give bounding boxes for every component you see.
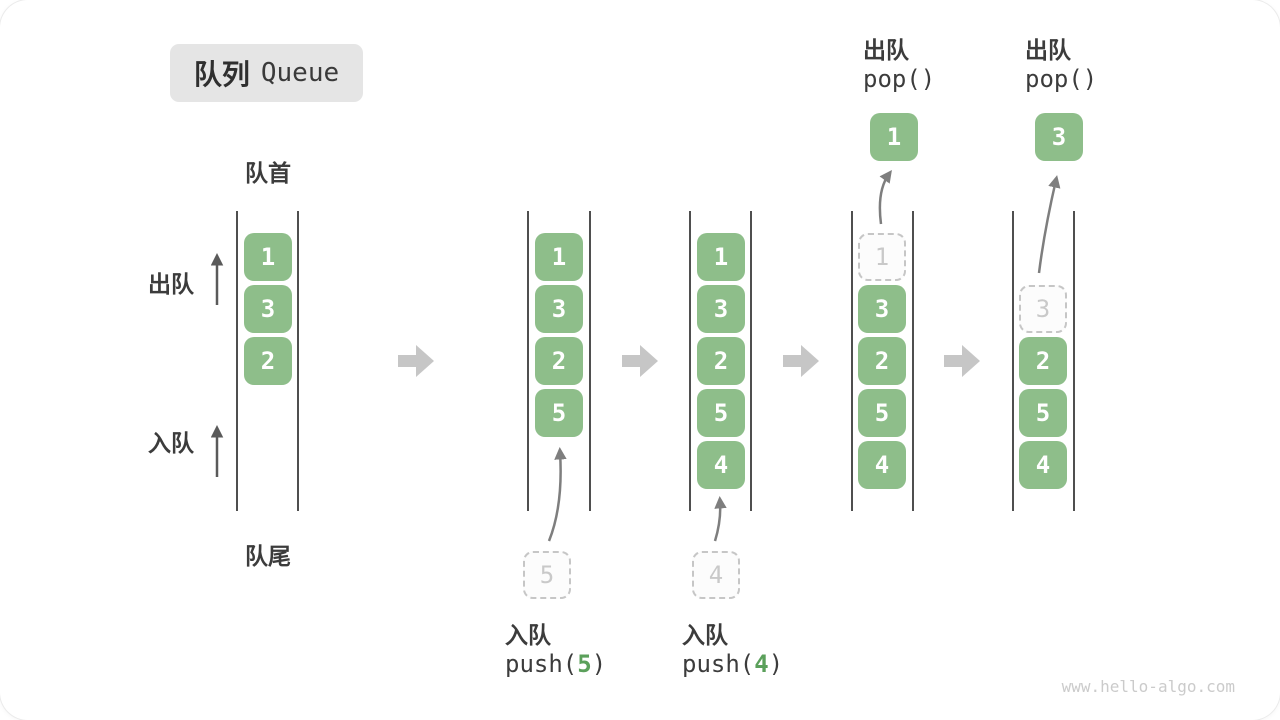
queue-rail [589,211,591,511]
queue-item: 5 [697,389,745,437]
enqueue-op-label: 入队 [505,623,551,649]
code-text: push( [505,650,578,678]
queue-item: 5 [535,389,583,437]
queue-item: 3 [244,285,292,333]
pop-code: pop() [863,65,936,93]
title-badge: 队列 Queue [170,44,363,102]
queue-rail [1073,211,1075,511]
queue-item: 2 [1019,337,1067,385]
title-chinese: 队列 [193,58,250,91]
queue-item: 5 [1019,389,1067,437]
push-5-code: push(5) [505,650,606,678]
dequeue-op-label: 出队 [863,38,909,64]
queue-item: 4 [697,441,745,489]
queue-rail [1012,211,1014,511]
code-arg: 4 [754,650,769,678]
enqueue-5-arrow-icon [547,447,567,542]
popped-item: 1 [870,113,918,161]
transition-arrow-icon-2 [622,345,658,377]
queue-rail [912,211,914,511]
queue-rail [527,211,529,511]
push-4-code: push(4) [682,650,783,678]
dequeue-op-label: 出队 [1025,38,1071,64]
pending-item: 5 [523,551,571,599]
queue-item: 2 [858,337,906,385]
queue-item: 2 [535,337,583,385]
queue-item: 3 [535,285,583,333]
transition-arrow-icon-3 [783,345,819,377]
enqueue-op-label: 入队 [682,623,728,649]
queue-item: 1 [244,233,292,281]
queue-item: 3 [697,285,745,333]
queue-rail [236,211,238,511]
queue-item: 1 [535,233,583,281]
enqueue-side-label: 入队 [148,431,194,457]
code-text: ) [768,650,784,678]
watermark: www.hello-algo.com [1061,677,1235,696]
code-text: ) [591,650,607,678]
title-english: Queue [260,58,340,88]
queue-item: 2 [697,337,745,385]
dequeue-side-label: 出队 [148,272,194,298]
pending-item: 4 [692,551,740,599]
queue-item: 5 [858,389,906,437]
queue-item: 3 [858,285,906,333]
queue-item: 2 [244,337,292,385]
popped-item: 3 [1035,113,1083,161]
enqueue-4-arrow-icon [713,496,727,542]
queue-rail [851,211,853,511]
queue-item: 4 [858,441,906,489]
transition-arrow-icon-4 [944,345,980,377]
pop-code: pop() [1025,65,1098,93]
queue-item-ghost: 1 [858,233,906,281]
queue-rail [750,211,752,511]
queue-item: 4 [1019,441,1067,489]
queue-front-label: 队首 [245,161,291,187]
transition-arrow-icon-1 [398,345,434,377]
queue-rail [689,211,691,511]
queue-rail [297,211,299,511]
queue-rear-label: 队尾 [245,544,291,570]
pop-3-arrow-icon [1037,175,1061,274]
code-text: push( [682,650,755,678]
code-arg: 5 [577,650,592,678]
queue-item-ghost: 3 [1019,285,1067,333]
pop-1-arrow-icon [878,169,892,225]
queue-item: 1 [697,233,745,281]
